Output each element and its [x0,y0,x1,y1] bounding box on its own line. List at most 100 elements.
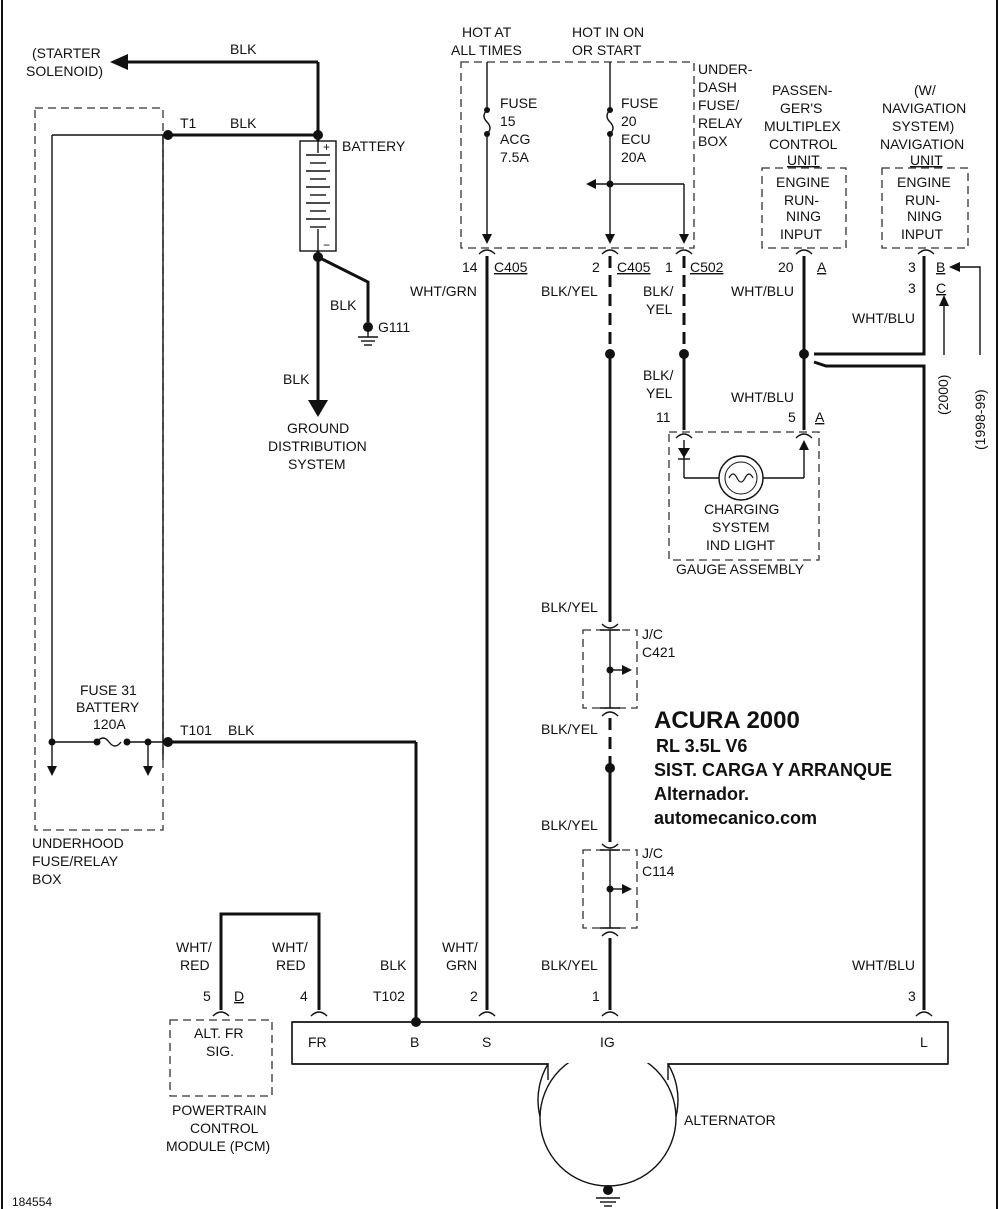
gauge-l1: CHARGING [704,501,779,517]
pcm-box-2: SIG. [206,1043,234,1059]
pcm-pin-5: 5 [203,988,211,1004]
hot-in-2: OR START [572,42,642,58]
jc2-label-2: C114 [642,863,675,879]
multiplex-pin: 20 [778,259,794,275]
ground-arrow-icon [308,400,328,417]
starter-wire-color: BLK [230,41,257,57]
hot-at-2: ALL TIMES [451,42,522,58]
alternator-label: ALTERNATOR [684,1112,776,1128]
multiplex-i4: INPUT [780,226,822,242]
ground-dist-3: SYSTEM [288,456,346,472]
c502-label: C502 [690,259,724,275]
wht-blu-label-2: WHT/BLU [852,310,915,326]
version-arrows [939,262,981,355]
ground-dist-wire-color: BLK [283,371,310,387]
alt-pin-1: 1 [592,988,600,1004]
underdash-box-1: UNDER- [698,61,753,77]
g111-label: G111 [378,319,410,335]
battery-label: BATTERY [342,138,406,154]
ground-dist-2: DISTRIBUTION [268,438,367,454]
pcm-name-1: POWERTRAIN [172,1102,267,1118]
wht-blu-label-3: WHT/BLU [731,389,794,405]
title-system: SIST. CARGA Y ARRANQUE [654,760,892,780]
underhood-box-3: BOX [32,871,62,887]
alternator-body [291,1017,949,1187]
blk-yel-label-3a: BLK/ [643,367,673,383]
multiplex-l5: UNIT [787,152,820,168]
blk-yel-label-6: BLK/YEL [541,817,598,833]
alt-fr-signal-wire [219,912,321,1010]
t102-wire-color: BLK [380,957,407,973]
ground-wires [308,251,378,417]
jc1-label-1: J/C [642,626,663,642]
pcm-box-1: ALT. FR [194,1025,244,1041]
gauge-pin-11: 11 [656,409,671,425]
fuse15-4: 7.5A [500,149,529,165]
multiplex-i2: RUN- [784,192,819,208]
nav-pin-b: 3 [908,259,916,275]
jc-c114-symbol [600,843,632,937]
pin-14: 14 [462,259,478,275]
fuse-31 [47,737,173,776]
blk-yel-label-2b: YEL [646,301,673,317]
starter-label-2: SOLENOID) [26,63,103,79]
pcm-wr1a: WHT/ [176,939,212,955]
fuse15-1: FUSE [500,95,537,111]
gauge-assembly-label: GAUGE ASSEMBLY [676,561,805,577]
nav-l5: UNIT [910,152,943,168]
nav-i3: NING [907,208,942,224]
c405b-label: C405 [617,259,651,275]
jc-c421-symbol [600,623,632,717]
pcm-wr2b: RED [276,957,306,973]
gauge-l3: IND LIGHT [706,537,776,553]
blk-yel-label-4: BLK/YEL [541,599,598,615]
underdash-fuse-box [460,61,695,249]
blk-yel-label-7: BLK/YEL [541,957,598,973]
alt-pin-2: 2 [470,988,478,1004]
starter-wire [110,54,320,135]
fuse-20 [586,62,689,244]
nav-i2: RUN- [905,192,940,208]
multiplex-l2: GER'S [780,100,822,116]
wht-blu-label-4: WHT/BLU [852,957,915,973]
underdash-connectors [478,249,693,255]
c405a-label: C405 [494,259,528,275]
figure-id: 184554 [12,1195,52,1209]
fuse-15 [482,62,492,244]
alt-term-ig: IG [600,1034,615,1050]
jc2-label-1: J/C [642,845,663,861]
wht-grn-label: WHT/GRN [410,283,477,299]
alt-term-s: S [482,1034,491,1050]
t102-label: T102 [373,988,405,1004]
fuse31-label-2: BATTERY [76,699,140,715]
underdash-box-3: FUSE/ [698,97,739,113]
t101-wire [168,740,418,1022]
blk-yel-label-2a: BLK/ [643,283,673,299]
nav-letter-b: B [936,259,945,275]
t1-wire-color: BLK [230,115,257,131]
alt-pin-4: 4 [300,988,308,1004]
alt-term-fr: FR [308,1034,327,1050]
pin-1-c502: 1 [665,259,673,275]
year-1998-99-label: (1998-99) [972,389,988,450]
nav-l2: NAVIGATION [882,100,966,116]
blk-yel-label-1: BLK/YEL [541,283,598,299]
alt-pin-3: 3 [908,988,916,1004]
t101-label: T101 [180,722,212,738]
nav-l4: NAVIGATION [880,136,964,152]
fuse20-3: ECU [621,131,651,147]
fuse20-2: 20 [621,113,637,129]
underhood-box-2: FUSE/RELAY [32,853,119,869]
charging-indicator-bulb-icon [678,440,809,501]
nav-l3: SYSTEM) [892,118,954,134]
nav-i1: ENGINE [897,174,951,190]
gauge-assembly-box [668,431,820,561]
alt-term-l: L [920,1034,928,1050]
multiplex-i1: ENGINE [776,174,830,190]
multiplex-i3: NING [786,208,821,224]
nav-pin-c: 3 [908,280,916,296]
gauge-pin-5: 5 [788,409,796,425]
underdash-box-5: BOX [698,133,728,149]
multiplex-l1: PASSEN- [772,82,833,98]
fuse20-1: FUSE [621,95,658,111]
